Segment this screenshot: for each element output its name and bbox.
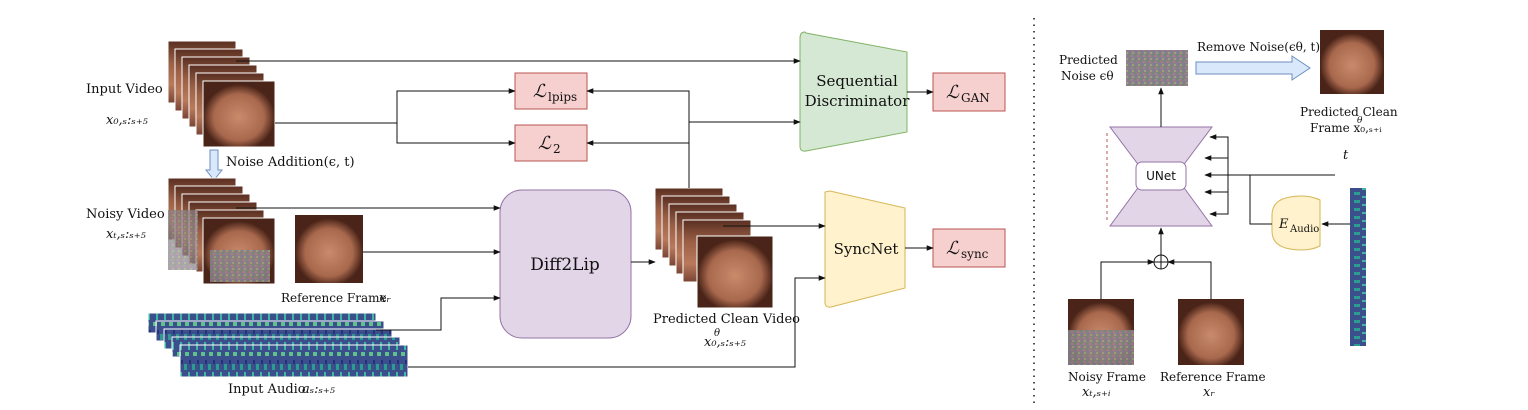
loss-lpips-symbol: ℒ — [533, 81, 547, 102]
predicted-clean-video-stack — [654, 187, 774, 309]
unet-core — [1135, 161, 1187, 191]
audio-encoder-sub: Audio — [1289, 224, 1319, 235]
right-connectors — [1100, 87, 1350, 299]
remove-noise-arrow — [1195, 55, 1311, 81]
loss-lpips-box: ℒ lpips — [514, 72, 588, 110]
input-audio-math: aₛ:ₛ₊₅ — [302, 382, 336, 397]
right-reference-frame-label: Reference Frame — [1160, 370, 1266, 384]
reference-frame-label: Reference Frame — [281, 291, 387, 305]
audio-spectrogram-vertical — [1350, 188, 1366, 346]
loss-l2-box: ℒ 2 — [514, 124, 588, 162]
loss-sync-box: ℒ sync — [932, 228, 1006, 268]
unet-label: UNet — [1146, 169, 1176, 183]
diff2lip-label: Diff2Lip — [530, 255, 600, 275]
right-reference-frame-math: xᵣ — [1203, 385, 1215, 400]
t-label: t — [1343, 148, 1349, 163]
left-connectors — [236, 58, 934, 368]
loss-sync-symbol: ℒ — [946, 238, 960, 259]
input-video-label: Input Video — [86, 82, 163, 97]
noise-addition-arrow — [204, 149, 224, 181]
predicted-noise-line2: Noise ϵθ — [1061, 69, 1114, 83]
noisy-video-stack — [167, 177, 276, 285]
seq-disc-line2: Discriminator — [805, 92, 911, 110]
loss-l2-sub: 2 — [553, 142, 561, 156]
input-video-stack — [167, 40, 276, 148]
predicted-clean-video-sup: θ — [714, 328, 720, 339]
input-audio-stack — [147, 312, 409, 378]
noisy-frame-noise — [1068, 330, 1134, 365]
input-audio-label: Input Audio — [228, 382, 306, 397]
predicted-clean-video-label: Predicted Clean Video — [653, 312, 800, 327]
predicted-clean-frame-line1: Predicted Clean — [1300, 105, 1398, 119]
audio-encoder — [1271, 195, 1321, 251]
noisy-video-label: Noisy Video — [86, 207, 165, 222]
reference-frame-math: xᵣ — [379, 291, 391, 306]
loss-gan-sub: GAN — [961, 91, 990, 105]
audio-encoder-symbol: E — [1278, 217, 1289, 232]
loss-lpips-sub: lpips — [548, 90, 577, 104]
right-reference-frame-image — [1178, 299, 1244, 365]
loss-gan-box: ℒ GAN — [932, 72, 1006, 112]
diff2lip-box — [499, 189, 632, 339]
remove-noise-label: Remove Noise(ϵθ, t) — [1197, 40, 1320, 54]
concat-symbol — [1153, 254, 1169, 270]
loss-sync-sub: sync — [961, 247, 989, 261]
predicted-clean-video-math: x₀,ₛ:ₛ₊₅ — [704, 335, 747, 350]
predicted-clean-frame-image — [1320, 30, 1384, 94]
predicted-clean-frame-line2: Frame x₀,ₛ₊ᵢ — [1310, 121, 1382, 135]
syncnet-label: SyncNet — [834, 240, 899, 258]
noisy-frame-math: xₜ,ₛ₊ᵢ — [1082, 385, 1111, 400]
input-video-math: x₀,ₛ:ₛ₊₅ — [106, 113, 149, 128]
noise-addition-label: Noise Addition(ϵ, t) — [226, 155, 355, 170]
noisy-video-math: xₜ,ₛ:ₛ₊₅ — [106, 227, 147, 242]
predicted-noise-line1: Predicted — [1059, 53, 1118, 67]
sequential-discriminator — [799, 31, 908, 152]
reference-frame-image — [295, 215, 363, 283]
seq-disc-line1: Sequential — [816, 72, 898, 90]
noisy-frame-label: Noisy Frame — [1068, 370, 1146, 384]
loss-l2-symbol: ℒ — [538, 133, 552, 154]
predicted-clean-frame-sup: θ — [1357, 116, 1363, 126]
predicted-noise-image — [1126, 50, 1188, 86]
loss-gan-symbol: ℒ — [946, 82, 960, 103]
